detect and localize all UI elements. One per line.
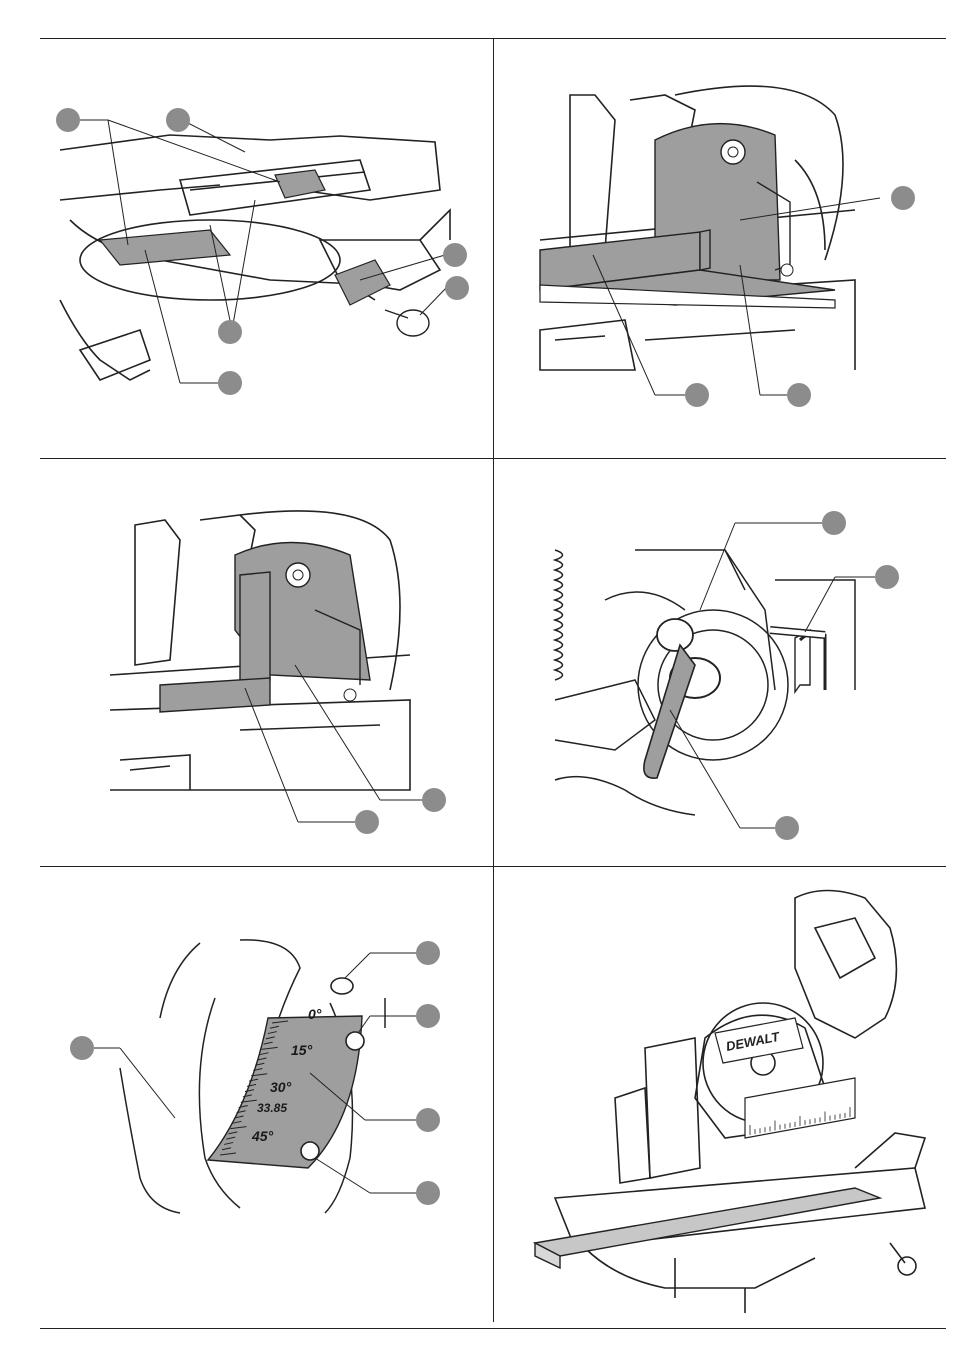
callout-marker [416, 941, 440, 965]
callout-marker [166, 108, 190, 132]
callout-marker [787, 383, 811, 407]
callout-marker [875, 565, 899, 589]
miter-pointer-plate [275, 170, 325, 198]
callout-marker [775, 816, 799, 840]
miter-scale-plate [100, 230, 230, 265]
square-horizontal-leg [160, 678, 270, 712]
bottom-rule [40, 1328, 946, 1329]
callout-marker [56, 108, 80, 132]
bevel-scale-label-30: 30° [270, 1079, 292, 1095]
miter-detent-illustration [40, 40, 492, 456]
blade-square-illustration [495, 40, 946, 456]
callout-marker [422, 788, 446, 812]
figure-saw-overview: DEWALT [495, 868, 946, 1326]
figure-blade-square-bevel [495, 40, 946, 456]
callout-marker [445, 276, 469, 300]
callout-marker [443, 243, 467, 267]
callout-marker [822, 511, 846, 535]
miter-lock-knob [397, 310, 429, 336]
workpiece-board [535, 1188, 880, 1256]
saw-overview-illustration: DEWALT [495, 868, 946, 1326]
callout-marker [218, 320, 242, 344]
fence-scale [745, 1078, 855, 1138]
bevel-scale-label-0: 0° [308, 1006, 322, 1022]
callout-marker [70, 1036, 94, 1060]
bevel-scale-label-3385: 33.85 [257, 1101, 287, 1115]
bevel-pointer-screw-bottom [301, 1142, 319, 1160]
callout-marker [416, 1004, 440, 1028]
square-vertical-leg [240, 572, 270, 682]
bevel-lock-illustration [495, 460, 946, 864]
figure-square-to-blade [40, 460, 492, 864]
bevel-pointer-screw-top [346, 1032, 364, 1050]
callout-marker [685, 383, 709, 407]
callout-marker [416, 1108, 440, 1132]
callout-marker [355, 810, 379, 834]
bevel-scale-illustration: 0° 15° 30° 33.85 45° [40, 868, 492, 1326]
bevel-stop-screw [331, 978, 353, 994]
figure-bevel-scale: 0° 15° 30° 33.85 45° [40, 868, 492, 1326]
callout-marker [416, 1181, 440, 1205]
figure-miter-detent [40, 40, 492, 456]
figure-bevel-lock-handle [495, 460, 946, 864]
column-divider [493, 38, 494, 1322]
callout-marker [218, 371, 242, 395]
miter-handle-grip [335, 260, 390, 305]
bevel-scale-label-15: 15° [291, 1042, 313, 1058]
bevel-scale-label-45: 45° [251, 1128, 274, 1144]
callout-marker [891, 186, 915, 210]
